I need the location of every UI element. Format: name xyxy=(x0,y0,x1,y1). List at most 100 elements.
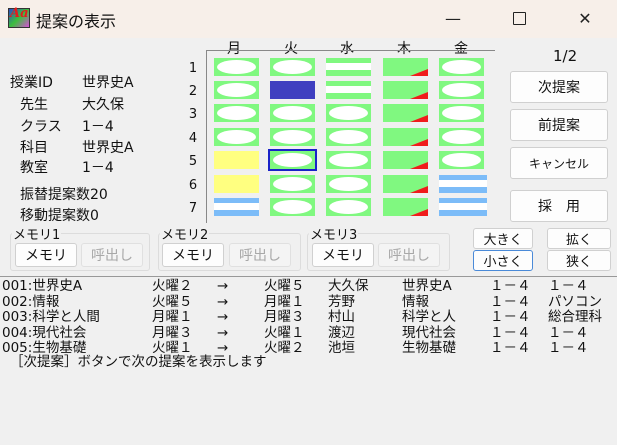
proposal-subject: 生物基礎 xyxy=(402,340,456,356)
timetable-cell-火-3[interactable] xyxy=(270,104,315,122)
timetable-cell-月-7[interactable] xyxy=(214,198,259,216)
widen-button[interactable]: 拡く xyxy=(547,228,611,249)
proposal-id: 001:世界史A xyxy=(2,278,83,294)
window-title: 提案の表示 xyxy=(36,12,117,31)
timetable-cell-木-4[interactable] xyxy=(383,128,428,146)
timetable-cell-月-5[interactable] xyxy=(214,151,259,169)
timetable-cell-水-4[interactable] xyxy=(326,128,371,146)
grid-frame xyxy=(206,50,495,223)
timetable-cell-月-2[interactable] xyxy=(214,81,259,99)
memory-2-recall-button[interactable]: 呼出し xyxy=(229,243,291,267)
timetable-cell-金-1[interactable] xyxy=(439,58,484,76)
shrink-button[interactable]: 小さく xyxy=(473,250,533,271)
narrow-button[interactable]: 狭く xyxy=(547,250,611,271)
timetable-cell-金-5[interactable] xyxy=(439,151,484,169)
proposal-room: １－４ xyxy=(548,340,589,356)
proposal-subject: 現代社会 xyxy=(402,324,456,341)
proposal-id: 003:科学と人間 xyxy=(2,309,100,325)
timetable-cell-火-4[interactable] xyxy=(270,128,315,146)
memory-1-recall-button[interactable]: 呼出し xyxy=(81,243,143,267)
proposal-class: １－４ xyxy=(490,309,531,325)
hint-text: ［次提案］ボタンで次の提案を表示します xyxy=(10,354,267,370)
timetable-cell-火-2[interactable] xyxy=(270,81,315,99)
period-header-3: 3 xyxy=(188,107,198,122)
slot-oval-icon xyxy=(329,153,368,167)
slot-oval-icon xyxy=(442,60,481,74)
maximize-button[interactable] xyxy=(496,0,542,36)
timetable-cell-金-7[interactable] xyxy=(439,198,487,216)
day-header-mon: 月 xyxy=(227,41,241,57)
slot-oval-icon xyxy=(329,106,368,120)
timetable-cell-木-5[interactable] xyxy=(383,151,428,169)
timetable-cell-月-4[interactable] xyxy=(214,128,259,146)
timetable-cell-水-2[interactable] xyxy=(326,81,371,99)
proposal-from: 火曜５ xyxy=(152,293,193,310)
memory-2-save-button[interactable]: メモリ xyxy=(162,243,224,267)
timetable-cell-木-7[interactable] xyxy=(383,198,428,216)
slot-oval-icon xyxy=(273,106,312,120)
timetable-cell-月-6[interactable] xyxy=(214,175,259,193)
slot-oval-icon xyxy=(442,106,481,120)
timetable-cell-木-6[interactable] xyxy=(383,175,428,193)
enlarge-button[interactable]: 大きく xyxy=(473,228,533,249)
proposal-to: 火曜５ xyxy=(264,278,305,294)
page-indicator: 1/2 xyxy=(553,47,578,65)
day-header-thu: 木 xyxy=(397,41,411,57)
proposal-arrow: → xyxy=(217,340,229,356)
memory-3-save-button[interactable]: メモリ xyxy=(312,243,374,267)
timetable-cell-金-4[interactable] xyxy=(439,128,484,146)
close-button[interactable]: ✕ xyxy=(562,0,608,36)
timetable-cell-水-5[interactable] xyxy=(326,151,371,169)
timetable-cell-火-1[interactable] xyxy=(270,58,315,76)
proposal-to: 月曜３ xyxy=(264,309,305,325)
next-proposal-button[interactable]: 次提案 xyxy=(510,71,608,103)
memory-group-2 xyxy=(158,233,301,271)
conflict-triangle-icon xyxy=(410,92,428,99)
proposal-to: 月曜１ xyxy=(264,293,305,310)
timetable-cell-水-7[interactable] xyxy=(326,198,371,216)
proposal-from: 月曜３ xyxy=(152,324,193,341)
day-header-tue: 火 xyxy=(284,41,298,57)
timetable-cell-月-3[interactable] xyxy=(214,104,259,122)
cancel-button[interactable]: キャンセル xyxy=(510,147,608,179)
app-icon: Aa xyxy=(8,6,30,28)
timetable-cell-木-3[interactable] xyxy=(383,104,428,122)
proposal-room: パソコン xyxy=(548,293,602,310)
timetable-cell-水-6[interactable] xyxy=(326,175,371,193)
timetable-cell-火-7[interactable] xyxy=(270,198,315,216)
timetable-cell-月-1[interactable] xyxy=(214,58,259,76)
memory-1-save-button[interactable]: メモリ xyxy=(15,243,77,267)
timetable-cell-金-6[interactable] xyxy=(439,175,487,193)
proposal-id: 005:生物基礎 xyxy=(2,340,87,356)
adopt-button[interactable]: 採 用 xyxy=(510,190,608,222)
minimize-icon: — xyxy=(445,8,461,28)
timetable-cell-木-2[interactable] xyxy=(383,81,428,99)
minimize-button[interactable]: — xyxy=(430,0,476,36)
prev-proposal-button[interactable]: 前提案 xyxy=(510,109,608,141)
timetable-cell-木-1[interactable] xyxy=(383,58,428,76)
slot-oval-icon xyxy=(217,83,256,97)
proposal-class: １－４ xyxy=(490,340,531,356)
timetable-cell-金-3[interactable] xyxy=(439,104,484,122)
timetable-cell-火-6[interactable] xyxy=(270,175,315,193)
timetable-cell-水-1[interactable] xyxy=(326,58,371,76)
title-bar: Aa 提案の表示 — ✕ xyxy=(0,0,617,38)
subject-value: 世界史A xyxy=(82,140,134,156)
conflict-triangle-icon xyxy=(410,186,428,193)
timetable-cell-金-2[interactable] xyxy=(439,81,484,99)
memory-3-recall-button[interactable]: 呼出し xyxy=(378,243,440,267)
move-count-label: 移動提案数 xyxy=(20,208,90,224)
timetable-cell-火-5[interactable] xyxy=(268,149,317,171)
slot-oval-icon xyxy=(329,200,368,214)
slot-oval-icon xyxy=(273,130,312,144)
room-value: 1－4 xyxy=(82,160,114,176)
conflict-triangle-icon xyxy=(410,115,428,122)
timetable-cell-水-3[interactable] xyxy=(326,104,371,122)
slot-oval-icon xyxy=(217,130,256,144)
